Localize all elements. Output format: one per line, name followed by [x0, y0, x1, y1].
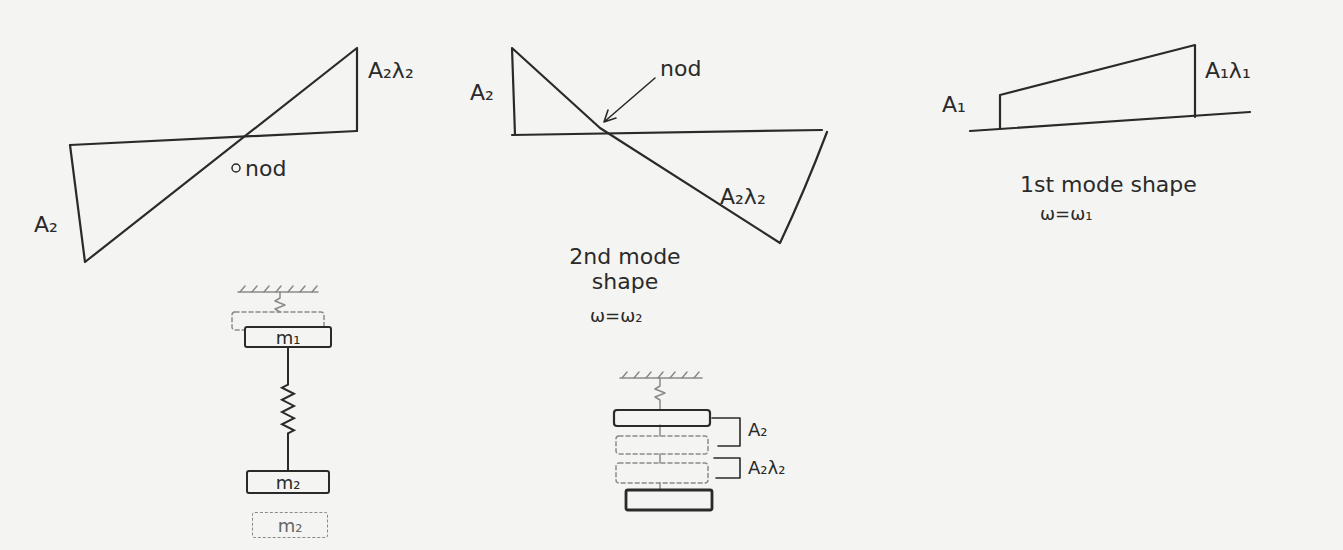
mass-box: m₁: [244, 326, 332, 348]
ground-hatch: [240, 286, 317, 292]
ground-hatch: [622, 372, 699, 378]
displacement-bracket: [714, 458, 740, 478]
mode-line: [70, 48, 357, 262]
spring-connector: [282, 348, 294, 470]
mode-line: [1000, 45, 1195, 129]
leader-arrow: [604, 78, 655, 122]
mass-box: [626, 490, 712, 510]
sketch-label: A₂: [470, 80, 494, 105]
mass-box: [614, 410, 710, 426]
sketch-label: 1st mode shape: [1020, 172, 1197, 197]
mass-label: m₂: [270, 472, 307, 493]
sketch-label: ω=ω₁: [1040, 204, 1092, 225]
sketch-label: ω=ω₂: [590, 306, 642, 327]
sketch-label: A₂: [34, 212, 58, 237]
ground: [238, 291, 318, 293]
sketch-label: nod: [660, 56, 701, 81]
ground: [620, 377, 702, 379]
baseline: [512, 130, 822, 135]
sketch-label: A₂λ₂: [720, 184, 766, 209]
mass-box: m₂: [252, 512, 328, 538]
sketch-label: A₂λ₂: [368, 58, 414, 83]
mass-box: m₂: [246, 470, 330, 494]
spring-symbol: [659, 425, 661, 490]
sketch-label: A₁: [942, 92, 966, 117]
mass-label: m₂: [272, 515, 309, 536]
node-mark: [232, 164, 240, 172]
ghost-mass: [616, 463, 708, 483]
sketch-label: A₁λ₁: [1205, 58, 1251, 83]
spring-symbol: [275, 292, 285, 312]
sketch-label: 2nd mode shape: [540, 244, 710, 295]
baseline: [970, 112, 1250, 131]
mass-label: m₁: [270, 327, 307, 348]
sketch-label: A₂λ₂: [748, 458, 785, 479]
baseline: [70, 131, 357, 145]
sketch-label: A₂: [748, 420, 768, 441]
sketch-label: nod: [245, 156, 286, 181]
spring-symbol: [655, 378, 665, 410]
displacement-bracket: [712, 418, 740, 446]
mode-line: [512, 48, 827, 243]
ghost-mass: [616, 436, 708, 454]
